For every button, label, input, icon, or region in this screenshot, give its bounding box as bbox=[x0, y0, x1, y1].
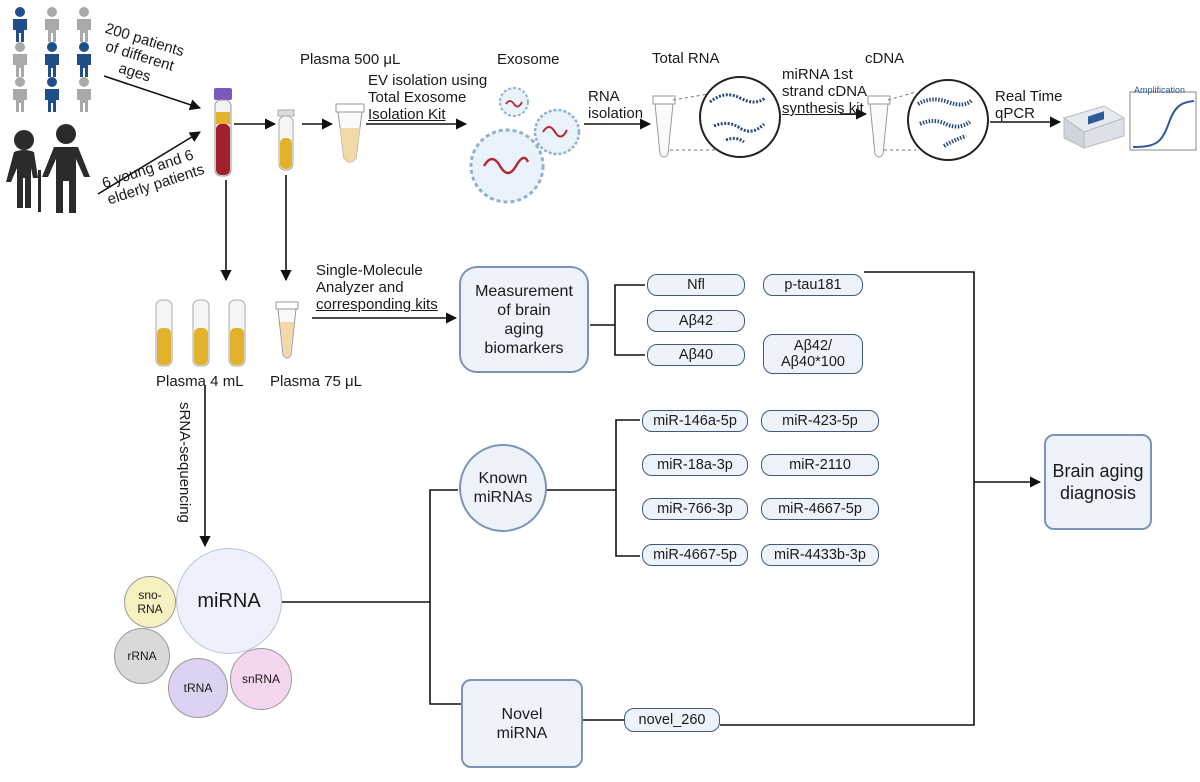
biomarker-nfl: Nfl bbox=[647, 274, 745, 296]
patients-icon-grid bbox=[13, 7, 91, 112]
mirna-circle: miRNA bbox=[176, 548, 282, 654]
label-plasma-500: Plasma 500 μL bbox=[300, 51, 401, 68]
mirna-item: miR-18a-3p bbox=[642, 454, 748, 476]
rna-magnified-icon bbox=[699, 76, 781, 158]
biomarker-ratio: Aβ42/Aβ40*100 bbox=[763, 334, 863, 374]
label-plasma-75: Plasma 75 μL bbox=[270, 373, 363, 390]
exosome-icon bbox=[469, 87, 581, 204]
person-icon bbox=[13, 42, 27, 77]
mirna-item: miR-766-3p bbox=[642, 498, 748, 520]
biomarker-ab40: Aβ40 bbox=[647, 344, 745, 366]
mirna-item: miR-4667-5p bbox=[642, 544, 748, 566]
person-icon bbox=[13, 77, 27, 112]
cdna-tube-icon bbox=[867, 95, 891, 158]
label-total-rna: Total RNA bbox=[652, 50, 720, 67]
person-icon bbox=[13, 7, 27, 42]
amplification-plot bbox=[1129, 91, 1197, 151]
biomarker-ab42: Aβ42 bbox=[647, 310, 745, 332]
snrna-circle: snRNA bbox=[230, 648, 292, 710]
mirna-item: miR-423-5p bbox=[761, 410, 879, 432]
label-exosome: Exosome bbox=[497, 51, 560, 68]
trna-circle: tRNA bbox=[168, 658, 228, 718]
label-amplification: Amplification bbox=[1134, 85, 1186, 95]
young-person-icon bbox=[42, 124, 90, 213]
mirna-item: miR-146a-5p bbox=[642, 410, 748, 432]
person-icon bbox=[77, 7, 91, 42]
person-icon bbox=[45, 7, 59, 42]
rna-tube-icon bbox=[652, 95, 676, 158]
elderly-person-icon bbox=[6, 130, 41, 212]
person-icon bbox=[77, 77, 91, 112]
rrna-circle: rRNA bbox=[114, 628, 170, 684]
label-single-molecule: Single-Molecule Analyzer and correspondi… bbox=[316, 262, 438, 313]
plasma-75-tube-icon bbox=[275, 301, 299, 359]
mirna-item: miR-4667-5p bbox=[761, 498, 879, 520]
person-icon bbox=[45, 77, 59, 112]
blood-tube-icon bbox=[214, 88, 232, 177]
plasma-tube-icon bbox=[277, 109, 295, 171]
eppendorf-tube-icon bbox=[335, 103, 365, 163]
plasma-4ml-tubes-icon bbox=[155, 299, 246, 367]
snorna-circle: sno-RNA bbox=[124, 576, 176, 628]
label-cdna: cDNA bbox=[865, 50, 905, 67]
cdna-magnified-icon bbox=[907, 79, 989, 161]
label-qpcr: Real Time qPCR bbox=[995, 88, 1063, 122]
label-ev-isolation: EV isolation using Total Exosome Isolati… bbox=[368, 72, 488, 123]
person-icon bbox=[77, 42, 91, 77]
person-icon bbox=[45, 42, 59, 77]
novel-260-item: novel_260 bbox=[624, 708, 720, 732]
mirna-item: miR-4433b-3p bbox=[761, 544, 879, 566]
label-mirna-synthesis: miRNA 1st strand cDNA synthesis kit bbox=[782, 66, 868, 117]
label-plasma-4ml: Plasma 4 mL bbox=[156, 373, 244, 390]
measurement-box: Measurement of brain aging biomarkers bbox=[459, 266, 589, 373]
label-srna-sequencing: sRNA-sequencing bbox=[176, 402, 193, 523]
mirna-item: miR-2110 bbox=[761, 454, 879, 476]
label-rna-isolation: RNA isolation bbox=[588, 88, 644, 122]
qpcr-machine-icon bbox=[1062, 105, 1126, 149]
biomarker-ptau181: p-tau181 bbox=[763, 274, 863, 296]
